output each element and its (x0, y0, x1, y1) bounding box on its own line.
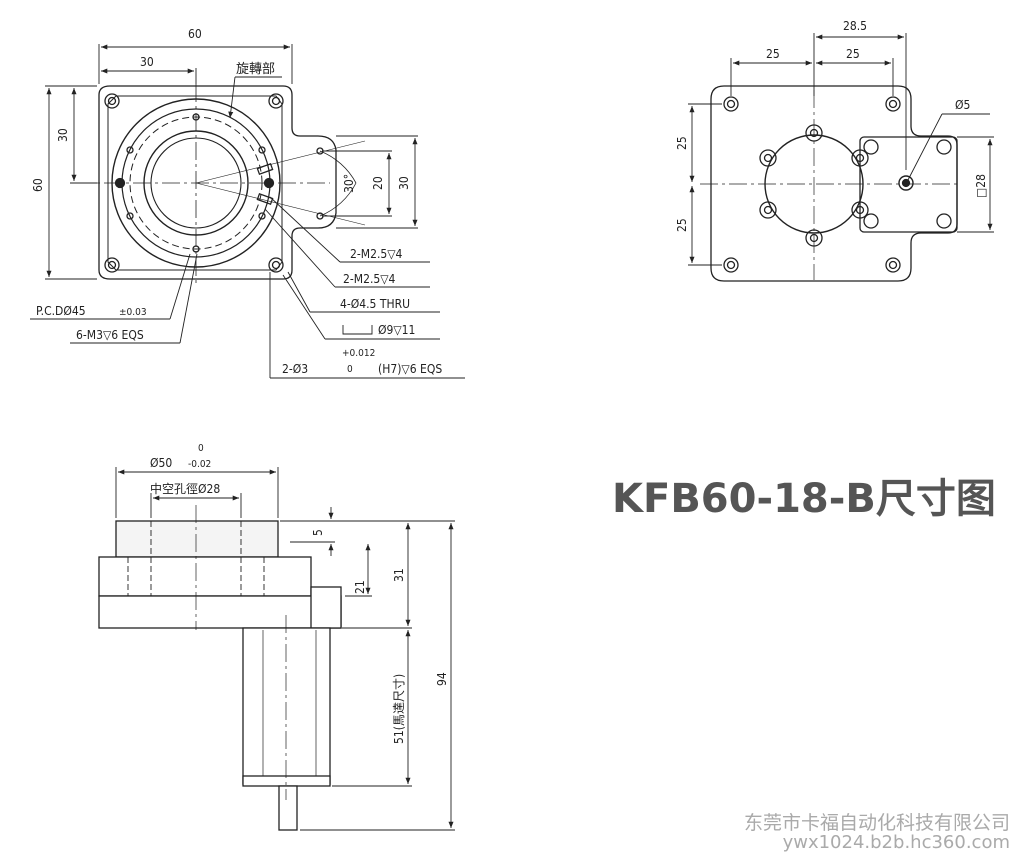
dim-height: 60 (31, 178, 45, 192)
watermark-company: 东莞市卡福自动化科技有限公司 (743, 812, 1010, 834)
dim-25-left: 25 (766, 47, 780, 61)
dim-30: 30 (397, 176, 411, 190)
callout-cbore: Ø9▽11 (378, 323, 415, 337)
outer-tol-lower: -0.02 (188, 459, 211, 470)
callout-m3: 6-M3▽6 EQS (76, 328, 144, 342)
callout-pin-fit: (H7)▽6 EQS (378, 362, 442, 376)
shaft-dia: Ø5 (955, 98, 970, 112)
front-view-labels: Ø50 0 -0.02 中空孔徑Ø28 5 21 31 94 51(馬達尺寸) (150, 443, 449, 744)
drawing-title: KFB60-18-B尺寸图 (612, 476, 996, 522)
callout-pin: 2-Ø3 (282, 362, 308, 376)
callout-m25-b: 2-M2.5▽4 (343, 272, 396, 286)
callout-pin-tol-upper: +0.012 (342, 348, 375, 359)
watermark-url: ywx1024.b2b.hc360.com (782, 832, 1010, 853)
dim-25-right: 25 (846, 47, 860, 61)
front-view (98, 520, 342, 831)
dim-20: 20 (371, 176, 385, 190)
top-view-labels: 60 30 旋轉部 60 30 30° 20 30 2-M2.5▽4 2-M2.… (31, 27, 442, 376)
dim-94: 94 (435, 672, 449, 686)
dim-25-bottom: 25 (675, 218, 689, 232)
motor-square: □28 (974, 174, 988, 198)
dim-height-half: 30 (56, 128, 70, 142)
callout-thru: 4-Ø4.5 THRU (340, 297, 410, 311)
callout-pcd-tol: ±0.03 (119, 307, 147, 318)
callout-pcd: P.C.DØ45 (36, 304, 86, 318)
hollow-dia: 中空孔徑Ø28 (150, 481, 220, 496)
underside-dimensions (688, 33, 994, 266)
dim-285: 28.5 (843, 19, 867, 33)
dim-width: 60 (188, 27, 202, 41)
callout-pin-tol-lower: 0 (347, 364, 353, 375)
top-view (75, 84, 366, 284)
rotating-label: 旋轉部 (236, 62, 275, 77)
outer-dia: Ø50 (150, 456, 172, 470)
top-view-dimensions (30, 44, 465, 379)
underside-view (700, 85, 960, 282)
dim-31: 31 (392, 568, 406, 582)
dim-25-top: 25 (675, 136, 689, 150)
callout-m25-a: 2-M2.5▽4 (350, 247, 403, 261)
angle-label: 30° (342, 174, 356, 193)
front-view-dimensions (115, 467, 455, 831)
dim-half: 30 (140, 55, 154, 69)
front-view-hidden (127, 505, 317, 800)
underside-labels: 28.5 25 25 25 25 Ø5 □28 (675, 19, 988, 232)
dim-5: 5 (311, 529, 325, 536)
dim-21: 21 (353, 580, 367, 594)
motor-length: 51(馬達尺寸) (392, 674, 406, 744)
outer-tol-upper: 0 (198, 443, 204, 454)
